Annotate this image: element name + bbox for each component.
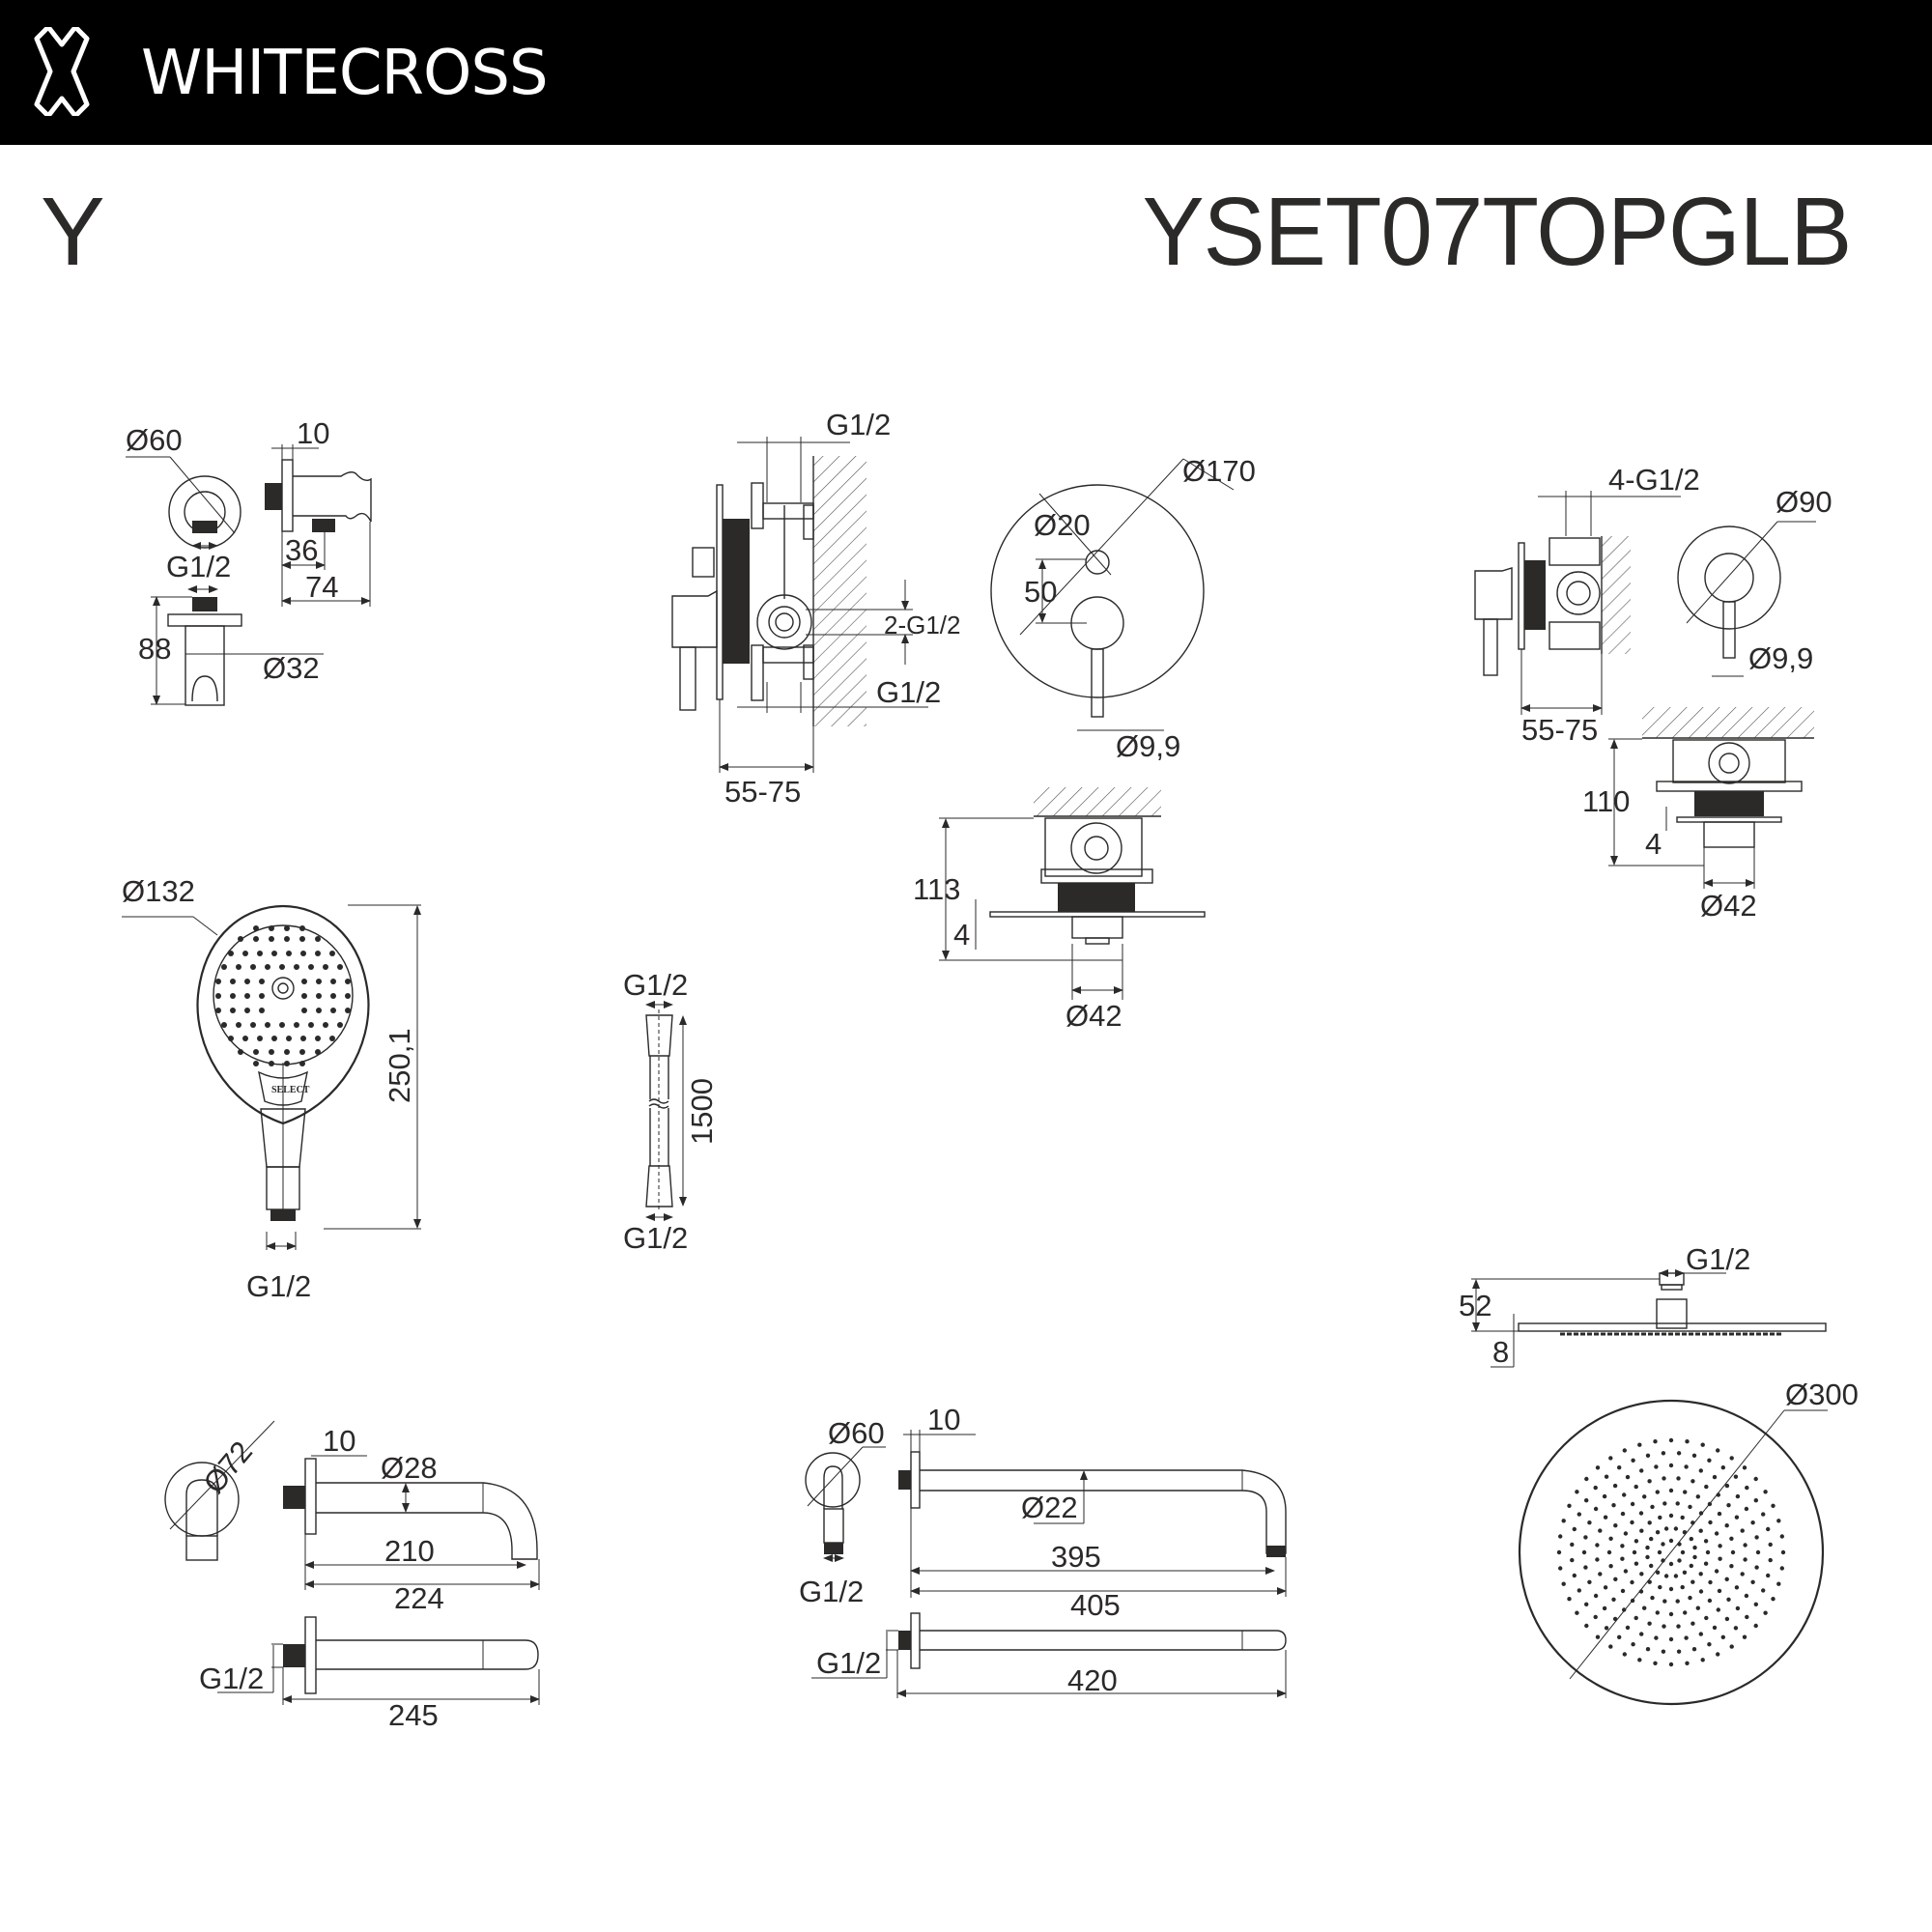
dim-single-plate-dia: Ø90 xyxy=(1776,485,1833,519)
dim-outlet-flange-thickness: 10 xyxy=(297,416,329,450)
dim-single-plate-thickness: 4 xyxy=(1645,827,1662,861)
dim-arm-thread: G1/2 xyxy=(799,1575,864,1608)
brand-name: WHITECROSS xyxy=(141,38,549,109)
dim-diverter-lever-dia: Ø9,9 xyxy=(1116,729,1180,763)
dim-single-body-dia: Ø42 xyxy=(1700,889,1757,923)
dim-hand-shower-dia: Ø132 xyxy=(122,874,195,908)
single-mixer-side-drawing: 4-G1/2 55-75 xyxy=(1474,463,1700,747)
dim-hose-thread-top: G1/2 xyxy=(623,968,688,1002)
dim-arm-pipe-dia: Ø22 xyxy=(1021,1491,1078,1524)
dim-arm-flange-thickness: 10 xyxy=(927,1403,960,1436)
dim-holder-height: 88 xyxy=(138,632,171,666)
bath-spout-drawing: Ø72 10 Ø28 210 224 G1/2 245 xyxy=(164,1420,540,1732)
dim-spout-flange-dia: Ø72 xyxy=(197,1435,259,1499)
dim-spout-flange-thickness: 10 xyxy=(323,1424,355,1458)
dim-hand-shower-thread: G1/2 xyxy=(246,1269,311,1303)
dim-rain-thickness: 8 xyxy=(1492,1335,1509,1369)
single-mixer-top-drawing: 110 4 Ø42 xyxy=(1582,707,1814,923)
shower-arm-drawing: Ø60 G1/2 10 Ø22 395 405 G1/2 420 xyxy=(799,1403,1287,1698)
rain-shower-nozzles xyxy=(1556,1437,1786,1667)
dim-single-connections: 4-G1/2 xyxy=(1608,463,1700,497)
dim-diverter-button-dia: Ø20 xyxy=(1034,508,1091,542)
dim-diverter-install-depth: 55-75 xyxy=(724,775,801,809)
dim-arm-reach: 395 xyxy=(1051,1540,1101,1574)
model-number: YSET07TOPGLB xyxy=(1142,178,1852,286)
hand-shower-drawing: SELECT Ø132 250,1 G1/2 xyxy=(122,874,421,1303)
series-label: Y xyxy=(41,178,105,286)
diverter-mixer-top-drawing: 113 4 Ø42 xyxy=(913,787,1206,1033)
rain-shower-top-drawing: Ø300 xyxy=(1518,1378,1859,1706)
dim-spout-pipe-dia: Ø28 xyxy=(381,1451,438,1485)
dim-rain-dia: Ø300 xyxy=(1785,1378,1859,1411)
dim-outlet-thread: G1/2 xyxy=(166,550,231,583)
dim-single-height: 110 xyxy=(1582,784,1630,818)
dim-spout-reach: 210 xyxy=(384,1534,435,1568)
single-mixer-front-drawing: Ø90 Ø9,9 xyxy=(1677,485,1833,677)
diverter-mixer-side-drawing: G1/2 2-G1/2 G1/2 55-75 xyxy=(671,408,961,809)
rain-shower-side-drawing: G1/2 52 8 xyxy=(1459,1242,1827,1369)
dim-hose-length: 1500 xyxy=(685,1078,719,1145)
dim-outlet-depth: 74 xyxy=(305,570,338,604)
brand-header: WHITECROSS xyxy=(0,0,1932,145)
dim-outlet-offset: 36 xyxy=(285,533,318,567)
dim-arm-thread-bottom: G1/2 xyxy=(816,1646,881,1680)
dim-diverter-inlet-top: G1/2 xyxy=(826,408,891,441)
wall-outlet-holder-drawing: Ø60 G1/2 10 36 74 88 Ø32 xyxy=(126,416,372,706)
diverter-mixer-front-drawing: Ø170 Ø20 50 Ø9,9 xyxy=(990,454,1256,763)
dim-diverter-inlet-bottom: G1/2 xyxy=(876,675,941,709)
dim-holder-dia: Ø32 xyxy=(263,651,320,685)
dim-hose-thread-bottom: G1/2 xyxy=(623,1221,688,1255)
dim-diverter-button-offset: 50 xyxy=(1024,575,1057,609)
white-cross-logo-icon xyxy=(34,27,90,116)
dim-diverter-body-dia: Ø42 xyxy=(1065,999,1122,1033)
dim-arm-total-length: 420 xyxy=(1067,1663,1118,1697)
dim-rain-height: 52 xyxy=(1459,1289,1492,1322)
dim-spout-thread: G1/2 xyxy=(199,1662,264,1695)
dim-diverter-plate-dia: Ø170 xyxy=(1182,454,1256,488)
dim-diverter-height: 113 xyxy=(913,872,960,906)
dim-spout-total-length: 245 xyxy=(388,1698,439,1732)
dim-arm-flange-dia: Ø60 xyxy=(828,1416,885,1450)
dim-single-lever-dia: Ø9,9 xyxy=(1748,641,1813,675)
dim-arm-overall: 405 xyxy=(1070,1588,1121,1622)
dim-spout-overall: 224 xyxy=(394,1581,444,1615)
hand-shower-badge: SELECT xyxy=(271,1085,310,1095)
dim-hand-shower-length: 250,1 xyxy=(383,1028,416,1103)
dim-outlet-dia: Ø60 xyxy=(126,423,183,457)
dim-diverter-outlets: 2-G1/2 xyxy=(884,611,961,639)
hose-drawing: G1/2 1500 G1/2 xyxy=(623,968,719,1255)
dim-diverter-plate-thickness: 4 xyxy=(953,918,970,952)
dim-rain-thread: G1/2 xyxy=(1686,1242,1750,1276)
dim-single-install-depth: 55-75 xyxy=(1521,713,1598,747)
